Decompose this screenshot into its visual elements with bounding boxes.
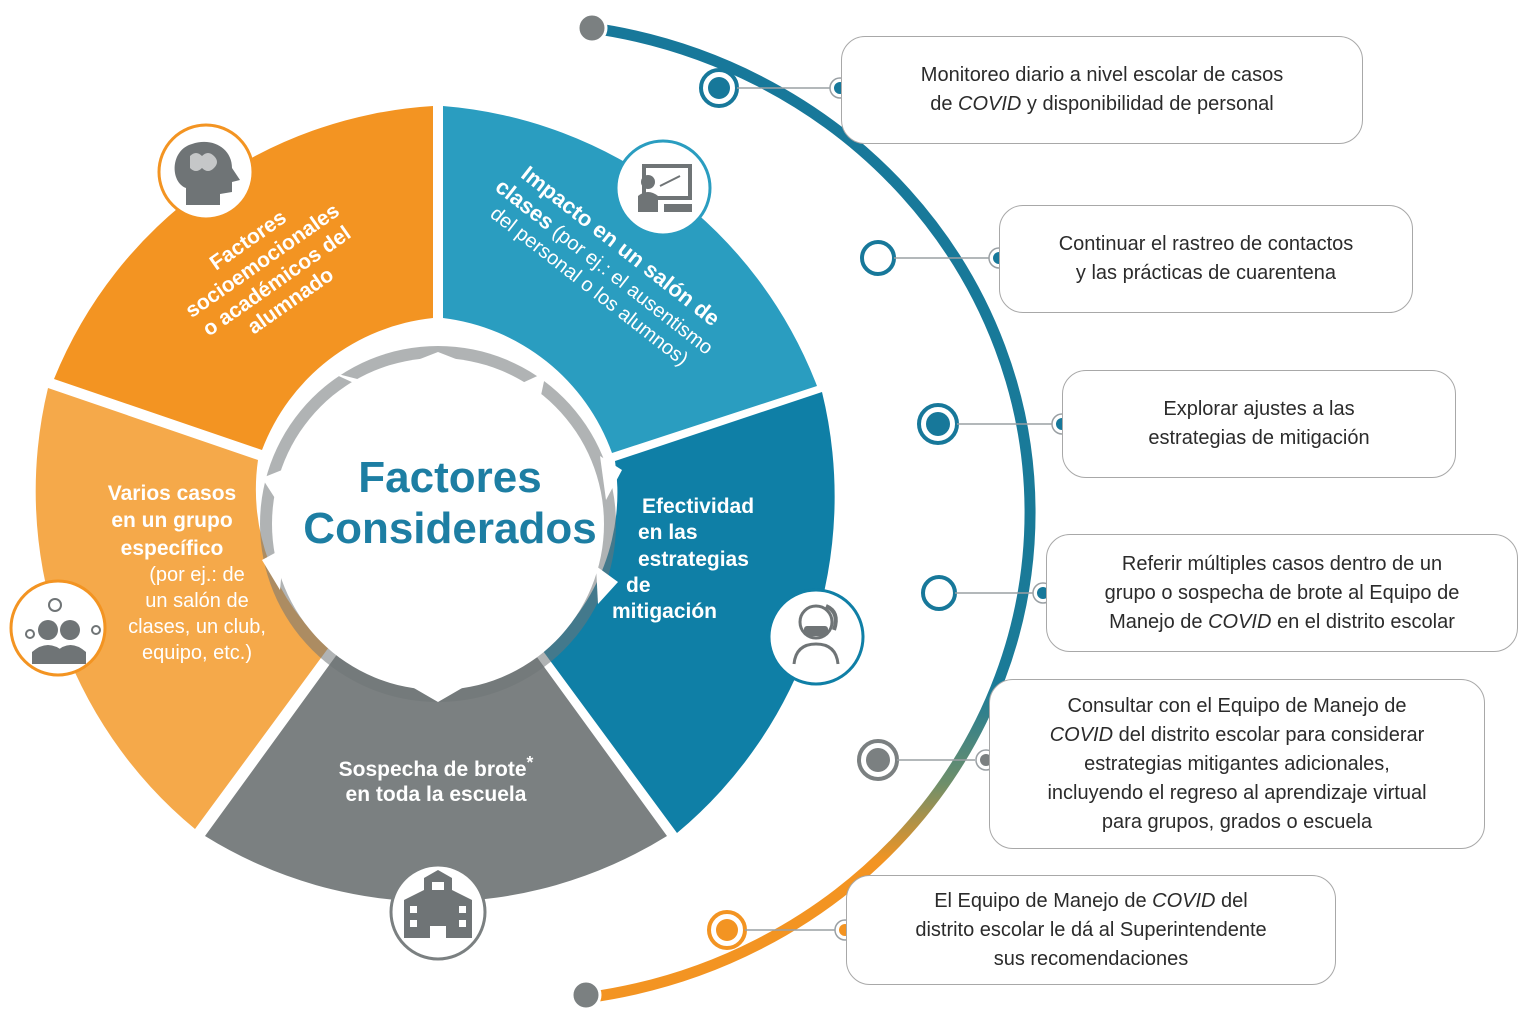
group-gears-icon: [9, 579, 107, 677]
step-box-3: Explorar ajustes a las estrategias de mi…: [1062, 370, 1456, 478]
step5-line4: incluyendo el regreso al aprendizaje vir…: [1047, 781, 1427, 804]
step1-covid: COVID: [958, 93, 1022, 115]
efectividad-line2: en las: [638, 521, 698, 545]
step4-line3b: en el distrito escolar: [1271, 610, 1455, 633]
sospecha-line2: en toda la escuela: [345, 782, 527, 806]
step5-line2b: del distrito escolar para considerar: [1113, 723, 1425, 746]
step5-covid: COVID: [1049, 723, 1114, 746]
step4-covid: COVID: [1208, 610, 1272, 633]
varios-line6: clases, un club,: [128, 615, 266, 638]
segment-efectividad-label: Efectividad en las estrategias de mitiga…: [612, 494, 788, 625]
timeline-node-5: [857, 739, 899, 781]
step2-line1: Continuar el rastreo de contactos: [1058, 233, 1354, 255]
segment-varios-label: Varios casos en un grupo específico (por…: [62, 480, 282, 666]
step-box-2: Continuar el rastreo de contactos y las …: [999, 205, 1413, 313]
step5-line2: COVID del distrito escolar para consider…: [1047, 721, 1426, 750]
timeline-node-3: [917, 403, 959, 445]
step5-line1: Consultar con el Equipo de Manejo de: [1067, 694, 1407, 717]
segment-factores: [54, 106, 433, 450]
step1-line2: de COVID y disponibilidad de personal: [921, 90, 1283, 119]
segment-impacto: [443, 106, 817, 453]
step-box-5: Consultar con el Equipo de Manejo de COV…: [989, 679, 1485, 849]
step1-line1: Monitoreo diario a nivel escolar de caso…: [920, 64, 1284, 86]
step3-line2: estrategias de mitigación: [1148, 427, 1370, 449]
step6-line2: distrito escolar le dá al Superintendent…: [915, 918, 1267, 941]
step4-line3a: Manejo de: [1109, 610, 1209, 633]
segment-varios: [35, 388, 329, 829]
step6-line1: El Equipo de Manejo de COVID del: [915, 887, 1266, 916]
masked-person-icon: [767, 588, 865, 686]
step4-line2: grupo o sospecha de brote al Equipo de: [1104, 581, 1460, 604]
teacher-board-icon: [614, 139, 712, 237]
step3-line1: Explorar ajustes a las: [1163, 398, 1355, 420]
varios-line5: un salón de: [145, 589, 249, 612]
segment-efectividad: [543, 392, 835, 833]
step1-line2a: de: [930, 93, 959, 115]
efectividad-line5: mitigación: [612, 600, 718, 623]
varios-line2: en un grupo: [111, 509, 233, 533]
sospecha-line1-text: Sospecha de brote: [338, 758, 527, 781]
step6-line1b: del: [1215, 889, 1248, 912]
step5-line3: estrategias mitigantes adicionales,: [1084, 752, 1390, 775]
step4-line3: Manejo de COVID en el distrito escolar: [1105, 608, 1460, 637]
step6-line3: sus recomendaciones: [993, 947, 1189, 970]
step4-line1: Referir múltiples casos dentro de un: [1121, 552, 1443, 575]
step6-line1a: El Equipo de Manejo de: [934, 889, 1153, 912]
timeline-arc: [586, 22, 1036, 1003]
varios-line1: Varios casos: [107, 482, 237, 505]
segment-sospecha: [205, 653, 667, 902]
sospecha-line1: Sospecha de brote*: [296, 752, 576, 783]
varios-line7: equipo, etc.): [141, 641, 253, 664]
center-title-line1: Factores: [358, 453, 542, 502]
step-box-6: El Equipo de Manejo de COVID del distrit…: [846, 875, 1336, 985]
sospecha-asterisk: *: [526, 752, 534, 772]
efectividad-line3: estrategias: [638, 547, 749, 571]
varios-line4: (por ej.: de: [149, 563, 245, 586]
brain-head-icon: [157, 123, 255, 221]
center-title-line2: Considerados: [303, 504, 597, 554]
step1-line2b: y disponibilidad de personal: [1021, 93, 1274, 115]
efectividad-line1: Efectividad: [642, 495, 755, 518]
efectividad-line4: de: [626, 573, 651, 597]
step5-line5: para grupos, grados o escuela: [1101, 810, 1373, 833]
step2-line2: y las prácticas de cuarentena: [1075, 262, 1337, 284]
timeline-node-2: [860, 240, 896, 276]
timeline-node-4: [921, 575, 957, 611]
varios-line3: específico: [120, 536, 224, 560]
timeline-node-1: [699, 68, 739, 108]
step6-covid: COVID: [1152, 889, 1216, 912]
segment-sospecha-label: Sospecha de brote* en toda la escuela: [296, 752, 576, 808]
step-box-4: Referir múltiples casos dentro de un gru…: [1046, 534, 1518, 652]
timeline-node-6: [707, 910, 747, 950]
step-box-1: Monitoreo diario a nivel escolar de caso…: [841, 36, 1363, 144]
school-building-icon: [389, 863, 487, 961]
center-title: Factores Considerados: [290, 452, 610, 555]
